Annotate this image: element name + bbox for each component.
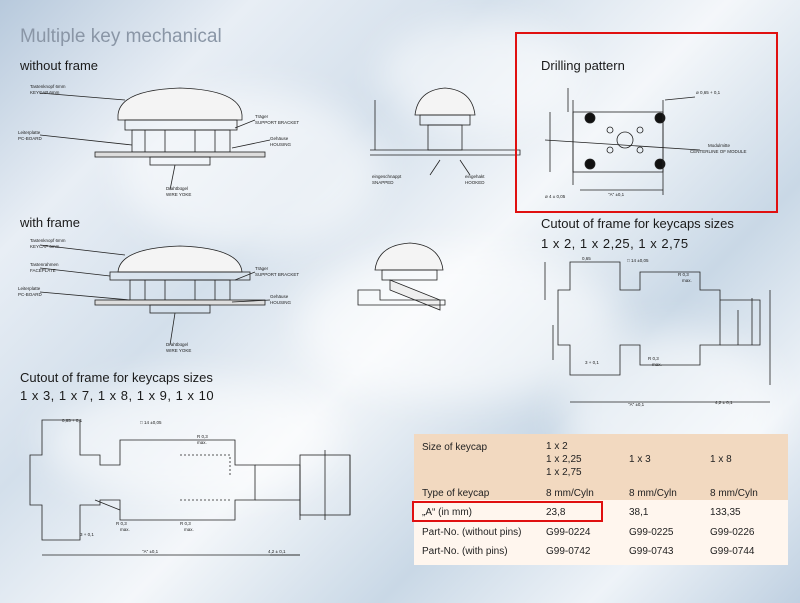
- svg-text:□ 14 ±0,05: □ 14 ±0,05: [140, 420, 162, 425]
- svg-text:Tastenknopf 6mm: Tastenknopf 6mm: [30, 84, 66, 89]
- svg-text:4,2 ± 0,1: 4,2 ± 0,1: [715, 400, 733, 405]
- key-side-view-snapped: [370, 87, 521, 176]
- cutout-left-drawing: [29, 419, 351, 556]
- svg-text:WIRE YOKE: WIRE YOKE: [166, 348, 191, 353]
- table-cell: G99-0744: [710, 546, 755, 557]
- drilling-pattern-title: Drilling pattern: [541, 58, 625, 73]
- table-cell: 8 mm/Cyln: [710, 488, 758, 499]
- cutout-right-sizes: 1 x 2, 1 x 2,25, 1 x 2,75: [541, 236, 689, 251]
- svg-text:"A" ±0,1: "A" ±0,1: [142, 549, 159, 554]
- table-cell: 8 mm/Cyln: [629, 488, 677, 499]
- drilling-pattern-drawing: [544, 88, 701, 195]
- svg-text:Leiterplatte: Leiterplatte: [18, 130, 41, 135]
- cutout-left-sizes: 1 x 3, 1 x 7, 1 x 8, 1 x 9, 1 x 10: [20, 388, 215, 403]
- svg-text:WIRE YOKE: WIRE YOKE: [166, 192, 191, 197]
- svg-text:Drahtbügel: Drahtbügel: [166, 342, 188, 347]
- svg-text:3 + 0,1: 3 + 0,1: [585, 360, 599, 365]
- svg-text:R 0,3: R 0,3: [678, 272, 689, 277]
- svg-text:KEYCAP 6mm: KEYCAP 6mm: [30, 90, 60, 95]
- svg-text:Drahtbügel: Drahtbügel: [166, 186, 188, 191]
- svg-text:max.: max.: [184, 527, 194, 532]
- table-row-label: Size of keycap: [422, 442, 488, 453]
- svg-text:KEYCAP 6mm: KEYCAP 6mm: [30, 244, 60, 249]
- key-drawing-without-frame: [39, 87, 271, 191]
- page-title: Multiple key mechanical: [20, 26, 222, 47]
- section-without-frame: without frame: [20, 58, 99, 73]
- key-side-view-hooked: [357, 242, 446, 311]
- svg-text:Modulmitte: Modulmitte: [708, 143, 731, 148]
- svg-text:Leiterplatte: Leiterplatte: [18, 286, 41, 291]
- table-cell: G99-0743: [629, 546, 674, 557]
- svg-text:R 0,3: R 0,3: [180, 521, 191, 526]
- cutout-right-title: Cutout of frame for keycaps sizes: [541, 216, 734, 231]
- svg-text:Träger: Träger: [255, 266, 269, 271]
- svg-text:max.: max.: [682, 278, 692, 283]
- svg-text:Tastenknopf 6mm: Tastenknopf 6mm: [30, 238, 66, 243]
- svg-text:FACEPLATE: FACEPLATE: [30, 268, 56, 273]
- svg-text:ø 4 ± 0,05: ø 4 ± 0,05: [545, 194, 566, 199]
- table-row-label: Part-No. (with pins): [422, 546, 508, 557]
- svg-text:R 0,3: R 0,3: [197, 434, 208, 439]
- svg-text:Tastenrahmen: Tastenrahmen: [30, 262, 59, 267]
- svg-text:eingehakt: eingehakt: [465, 174, 485, 179]
- svg-text:SNAPPED: SNAPPED: [372, 180, 394, 185]
- svg-text:eingeschnappt: eingeschnappt: [372, 174, 402, 179]
- table-row-label: Type of keycap: [422, 488, 490, 499]
- svg-text:CENTERLINE OF MODULE: CENTERLINE OF MODULE: [690, 149, 747, 154]
- table-cell: 8 mm/Cyln: [546, 488, 594, 499]
- svg-text:"A" ±0,1: "A" ±0,1: [628, 402, 645, 407]
- table-cell: G99-0225: [629, 527, 674, 538]
- svg-text:PC-BOARD: PC-BOARD: [18, 292, 43, 297]
- svg-text:HOOKED: HOOKED: [465, 180, 485, 185]
- svg-text:max.: max.: [652, 362, 662, 367]
- cutout-right-drawing: [544, 261, 771, 403]
- table-cell: 1 x 8: [710, 454, 732, 465]
- svg-text:HOUSING: HOUSING: [270, 300, 292, 305]
- svg-text:PC-BOARD: PC-BOARD: [18, 136, 43, 141]
- svg-text:HOUSING: HOUSING: [270, 142, 292, 147]
- row-a-highlight: [412, 501, 603, 522]
- svg-text:ø 0,65 + 0,1: ø 0,65 + 0,1: [696, 90, 721, 95]
- spec-table: Size of keycap 1 x 2 1 x 2,25 1 x 2,75 1…: [414, 434, 788, 565]
- table-cell: 1 x 2 1 x 2,25 1 x 2,75: [546, 441, 582, 478]
- table-cell: 23,8: [546, 507, 566, 518]
- table-cell: G99-0224: [546, 527, 591, 538]
- svg-text:4,2 ± 0,1: 4,2 ± 0,1: [268, 549, 286, 554]
- svg-text:Gehäuse: Gehäuse: [270, 294, 289, 299]
- svg-text:Träger: Träger: [255, 114, 269, 119]
- table-cell: G99-0226: [710, 527, 755, 538]
- svg-text:3 + 0,1: 3 + 0,1: [80, 532, 94, 537]
- svg-text:"A" ±0,1: "A" ±0,1: [608, 192, 625, 197]
- table-cell: 1 x 3: [629, 454, 651, 465]
- svg-text:0,65: 0,65: [582, 256, 591, 261]
- svg-text:max.: max.: [197, 440, 207, 445]
- svg-text:0,65 + 0,1: 0,65 + 0,1: [62, 418, 83, 423]
- table-cell: G99-0742: [546, 546, 591, 557]
- svg-text:Gehäuse: Gehäuse: [270, 136, 289, 141]
- table-cell: 38,1: [629, 507, 649, 518]
- table-cell: 133,35: [710, 507, 741, 518]
- drilling-pattern-highlight: [515, 32, 778, 213]
- svg-text:R 0,3: R 0,3: [648, 356, 659, 361]
- key-drawing-with-frame: [39, 244, 271, 346]
- svg-text:R 0,3: R 0,3: [116, 521, 127, 526]
- table-row-label: Part-No. (without pins): [422, 527, 522, 538]
- svg-text:max.: max.: [120, 527, 130, 532]
- table-header-band: [414, 434, 788, 500]
- table-row-label: „A“ (in mm): [422, 507, 472, 518]
- svg-text:□ 14 ±0,05: □ 14 ±0,05: [627, 258, 649, 263]
- svg-text:SUPPORT BRACKET: SUPPORT BRACKET: [255, 120, 299, 125]
- svg-text:SUPPORT BRACKET: SUPPORT BRACKET: [255, 272, 299, 277]
- section-with-frame: with frame: [20, 215, 80, 230]
- cutout-left-title: Cutout of frame for keycaps sizes: [20, 370, 213, 385]
